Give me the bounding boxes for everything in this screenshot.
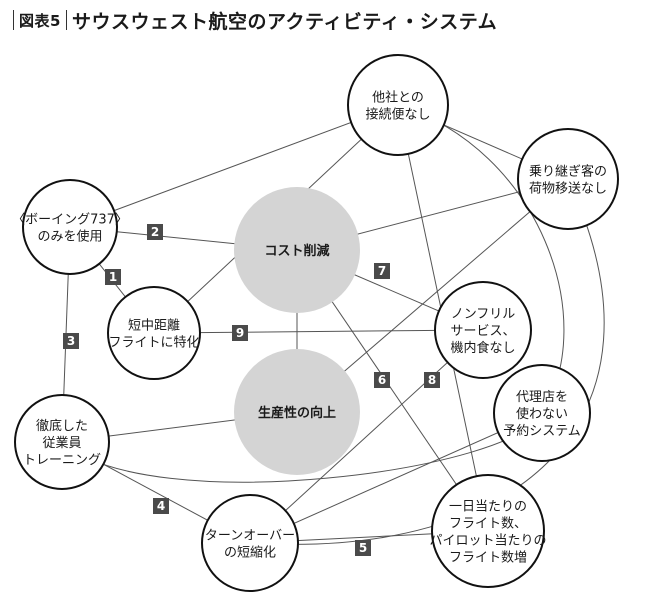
edge-badge-box bbox=[147, 224, 163, 240]
node-circle bbox=[107, 286, 201, 380]
node-label-line: フライトに特化 bbox=[108, 336, 199, 351]
node-label-line: のみを使用 bbox=[37, 229, 102, 245]
node-circle bbox=[22, 179, 118, 275]
node-label-line: 短中距離 bbox=[128, 319, 180, 334]
edge-badge-number: 3 bbox=[67, 334, 75, 348]
node-label-line: サービス、 bbox=[450, 324, 515, 339]
figure-title: サウスウェスト航空のアクティビティ・システム bbox=[71, 10, 498, 33]
edge-badge-number: 5 bbox=[359, 541, 367, 555]
edge-badge-9: 9 bbox=[232, 325, 248, 341]
node-label-line: パイロット当たりの bbox=[429, 534, 546, 549]
node-label-line: フライト数、 bbox=[449, 517, 527, 532]
node-circle bbox=[493, 364, 591, 462]
edge-badge-box bbox=[374, 372, 390, 388]
edge-badge-1: 1 bbox=[105, 269, 121, 285]
header-divider-left bbox=[13, 10, 14, 30]
edge-badge-box bbox=[232, 325, 248, 341]
node-label-line: 乗り継ぎ客の bbox=[529, 164, 607, 180]
node-circle bbox=[201, 494, 299, 592]
hub-prod: 生産性の向上 bbox=[234, 349, 360, 475]
edge-badge-box bbox=[105, 269, 121, 285]
node-label-line: 他社との bbox=[372, 90, 424, 106]
edge-badge-2: 2 bbox=[147, 224, 163, 240]
node-label-line: 徹底した bbox=[36, 418, 88, 434]
edge-badge-box bbox=[63, 333, 79, 349]
edge-agent-turn bbox=[249, 412, 543, 544]
edge-badge-6: 6 bbox=[374, 372, 390, 388]
node-label-line: 荷物移送なし bbox=[529, 182, 607, 197]
node-label-line: 予約システム bbox=[503, 424, 581, 439]
node-label-line: ターンオーバー bbox=[205, 529, 295, 544]
edge-badge-number: 6 bbox=[378, 373, 386, 387]
node-circle bbox=[517, 128, 619, 230]
badges-layer: 2 1 3 9 7 6 8 4 5 bbox=[63, 224, 440, 556]
edge-badge-box bbox=[355, 540, 371, 556]
node-label-line: の短縮化 bbox=[224, 545, 276, 561]
edge-badge-number: 2 bbox=[151, 225, 159, 239]
node-label-line: ノンフリル bbox=[451, 307, 516, 322]
edge-badge-box bbox=[424, 372, 440, 388]
node-circle bbox=[14, 394, 110, 490]
node-label-line: トレーニング bbox=[23, 453, 101, 468]
hub-label-line: コスト削減 bbox=[264, 243, 329, 259]
hub-cost: コスト削減 bbox=[234, 187, 360, 313]
node-label-line: 代理店を bbox=[516, 390, 568, 405]
hub-label-line: 生産性の向上 bbox=[258, 405, 336, 421]
figure-label: 図表5 bbox=[19, 11, 61, 30]
edge-badge-number: 1 bbox=[109, 270, 117, 284]
node-label-line: 使わない bbox=[516, 406, 568, 422]
node-boeing: 〈ボーイング737〉のみを使用 bbox=[12, 179, 128, 275]
header-divider-right bbox=[65, 10, 67, 30]
edge-badge-box bbox=[374, 263, 390, 279]
node-label-line: 機内食なし bbox=[450, 340, 515, 356]
edge-badge-number: 4 bbox=[157, 499, 165, 513]
nodes-layer: 他社との接続便なし乗り継ぎ客の荷物移送なし〈ボーイング737〉のみを使用短中距離… bbox=[12, 54, 619, 592]
edge-badge-8: 8 bbox=[424, 372, 440, 388]
edge-badge-7: 7 bbox=[374, 263, 390, 279]
node-label-line: 従業員 bbox=[42, 435, 81, 451]
edge-turn-nofrill bbox=[249, 329, 484, 544]
edge-badge-5: 5 bbox=[355, 540, 371, 556]
edge-other-boeing bbox=[69, 104, 399, 228]
edge-badge-number: 9 bbox=[236, 326, 244, 340]
hub-circle bbox=[234, 349, 360, 475]
edge-badge-3: 3 bbox=[63, 333, 79, 349]
figure-header: 図表5 サウスウェスト航空のアクティビティ・システム bbox=[8, 6, 497, 34]
node-circle bbox=[434, 281, 532, 379]
hub-circle bbox=[234, 187, 360, 313]
edge-badge-number: 7 bbox=[378, 264, 386, 278]
edge-short-nofrill bbox=[153, 329, 484, 334]
node-circle bbox=[431, 474, 545, 588]
node-label-line: フライト数増 bbox=[449, 551, 527, 566]
node-circle bbox=[347, 54, 449, 156]
edge-badge-4: 4 bbox=[153, 498, 169, 514]
node-label-line: 一日当たりの bbox=[449, 500, 527, 515]
node-label-line: 接続便なし bbox=[365, 107, 430, 123]
edge-badge-box bbox=[153, 498, 169, 514]
node-label-line: 〈ボーイング737〉 bbox=[12, 213, 128, 228]
edge-badge-number: 8 bbox=[428, 373, 436, 387]
